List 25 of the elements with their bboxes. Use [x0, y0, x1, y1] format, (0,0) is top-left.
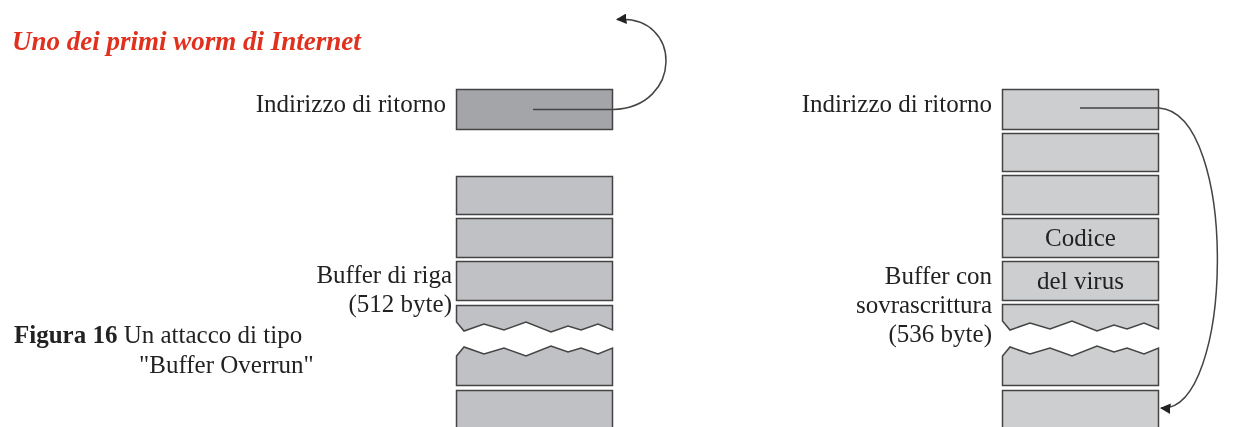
cell-label: Indirizzo di ritorno — [255, 90, 446, 118]
figure-caption: Figura 16 Un attacco di tipo "Buffer Overrun" — [14, 320, 315, 380]
stack-cell — [1002, 175, 1159, 215]
stack-cell — [456, 261, 613, 301]
torn-stack-cell — [456, 305, 613, 334]
cell-text: Codice — [1045, 224, 1116, 252]
stack-cell — [456, 390, 613, 427]
torn-stack-cell — [456, 346, 613, 386]
stack-cell — [1002, 133, 1159, 172]
pointer-arrow — [1079, 107, 1219, 411]
buffer-label: Buffer con sovrascrittura (536 byte) — [854, 261, 992, 348]
stack-cell — [456, 176, 613, 215]
torn-stack-cell — [1002, 346, 1159, 386]
title: Uno dei primi worm di Internet — [12, 26, 361, 57]
stack-cell — [456, 218, 613, 258]
stack-cell — [456, 89, 613, 130]
stack-cell — [1002, 390, 1159, 427]
buffer-label: Buffer di riga (512 byte) — [315, 260, 452, 318]
torn-stack-cell — [1002, 304, 1159, 333]
stack-cell — [1002, 261, 1159, 301]
stack-cell — [1002, 89, 1159, 130]
cell-text: del virus — [1037, 267, 1124, 295]
pointer-arrow — [532, 14, 667, 111]
stack-cell — [1002, 218, 1159, 258]
cell-label: Indirizzo di ritorno — [801, 90, 992, 118]
